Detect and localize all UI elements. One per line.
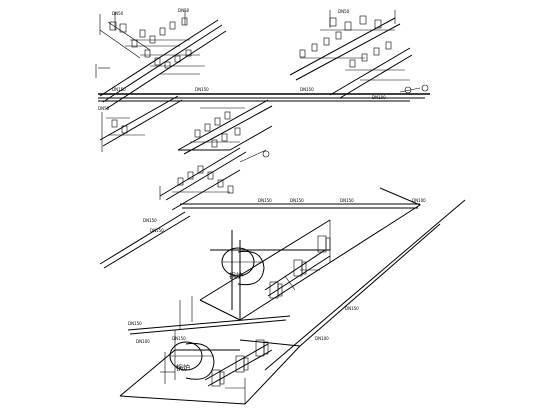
label-lh-2: DN150	[290, 198, 304, 203]
label-lh-3: DN150	[340, 198, 354, 203]
label-lh-1: DN150	[258, 198, 272, 203]
label-header-1: DN150	[112, 87, 126, 92]
label-header-4: DN100	[372, 95, 386, 100]
pump-assembly-1	[264, 235, 331, 299]
label-header-2: DN150	[195, 87, 209, 92]
misc-markers	[160, 296, 193, 384]
label-tr-1: DN50	[338, 9, 350, 14]
bottom-header-pipe: DN150 DN150 DN100	[127, 315, 291, 344]
label-diag-1: DN150	[345, 306, 359, 311]
boiler-label-2: 锅炉	[176, 363, 190, 372]
branch-middle-left: DN50	[98, 95, 183, 152]
lower-header-pipe: DN150 DN150 DN150 DN100 DN150 DN150	[99, 198, 426, 269]
pump-assembly-2	[204, 339, 273, 389]
label-tl-1: DN50	[112, 11, 124, 16]
label-tl-2: DN50	[178, 8, 190, 13]
boiler-1: 锅炉	[221, 247, 265, 286]
floor-plane-upper	[199, 187, 422, 321]
riser-group-top-right: DN50	[289, 9, 413, 99]
label-lh-6: DN150	[150, 228, 164, 233]
label-bh-3: DN100	[136, 339, 150, 344]
label-diag-2: DN100	[315, 336, 329, 341]
label-ml-1: DN50	[98, 106, 110, 111]
riser-group-top-left: DN50 DN50	[95, 8, 227, 110]
long-diagonal-pipe: DN150 DN100	[264, 199, 466, 371]
label-header-3: DN150	[300, 87, 314, 92]
label-bh-2: DN150	[172, 336, 186, 341]
label-lh-5: DN150	[143, 218, 157, 223]
label-lh-4: DN100	[412, 198, 426, 203]
riser-group-lower-middle	[159, 147, 247, 211]
boiler-label-1: 锅炉	[229, 271, 243, 280]
main-header-pipe: DN150 DN150 DN150 DN100	[98, 84, 430, 102]
riser-group-center	[177, 99, 273, 163]
label-bh-1: DN150	[128, 321, 142, 326]
boiler-2: 锅炉	[169, 341, 215, 380]
floor-plane-lower	[119, 330, 302, 405]
